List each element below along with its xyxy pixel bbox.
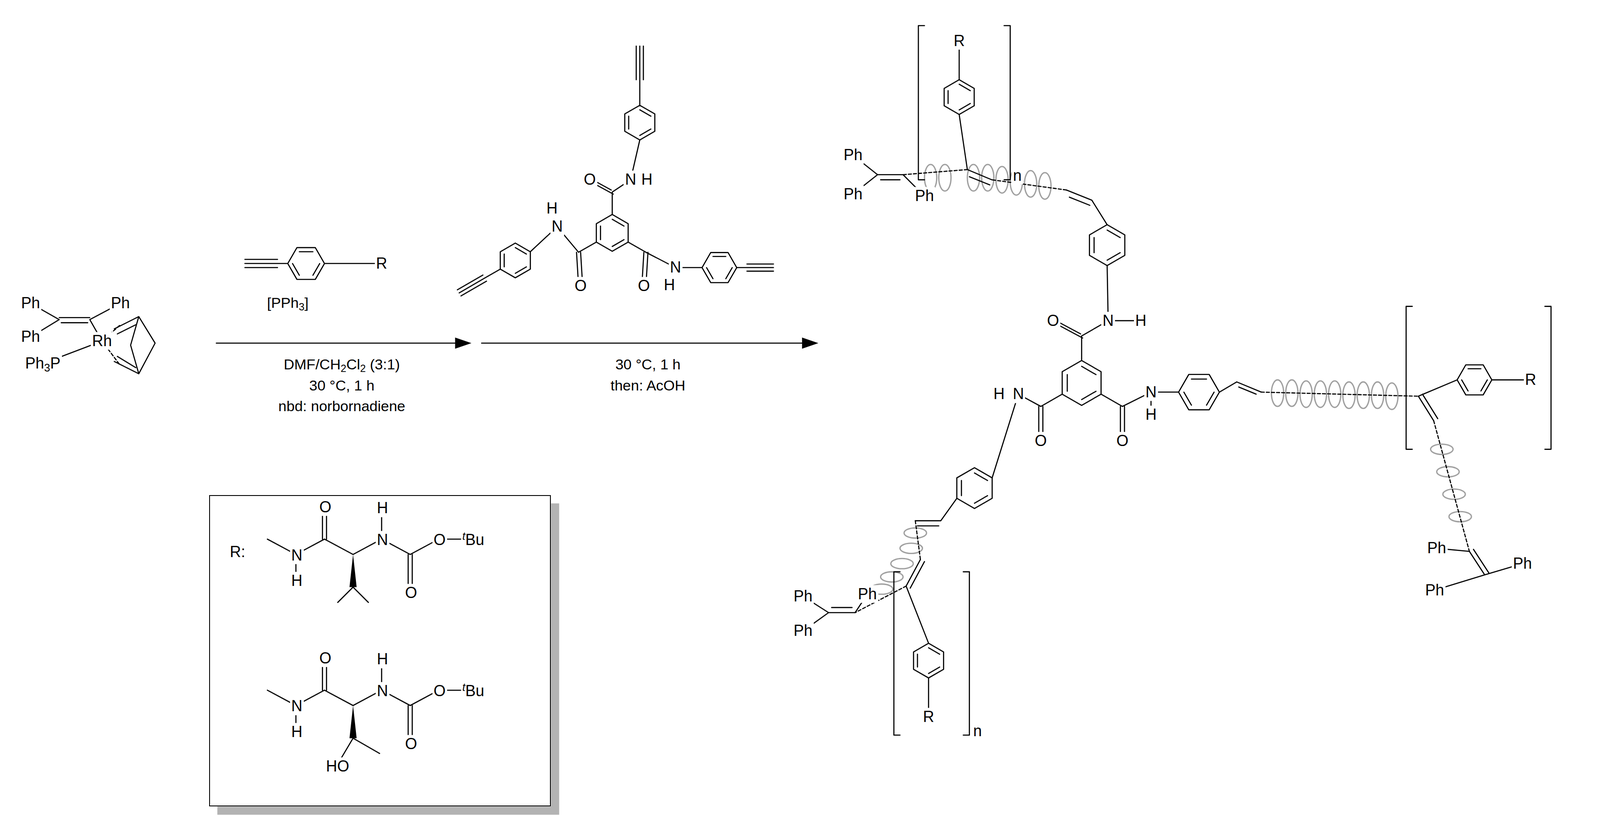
atom-label: H xyxy=(991,385,1006,403)
atom-label: H xyxy=(290,571,304,590)
atom-label: O xyxy=(403,735,419,753)
atom-label: O xyxy=(573,276,588,295)
atom-label: O xyxy=(636,276,652,295)
substituent-label: R xyxy=(1523,370,1538,389)
substituent-label: R xyxy=(374,254,389,272)
atom-label: N xyxy=(290,546,304,564)
atom-label: H xyxy=(639,170,654,189)
atom-label: N xyxy=(1011,385,1026,403)
atom-label: N xyxy=(550,217,565,236)
atom-label: H xyxy=(1144,405,1159,424)
repeat-index: n xyxy=(972,721,984,740)
atom-label: Ph xyxy=(792,586,814,605)
atom-label: O xyxy=(432,530,448,549)
atom-label: O xyxy=(1033,432,1049,450)
benzene-rings xyxy=(287,79,1492,678)
substituent-box: R:OHNNOtBuHOOHNNOtBuHOHO xyxy=(209,494,551,807)
atom-label: O xyxy=(432,681,448,700)
atom-label: N xyxy=(290,697,304,715)
atom-label: O xyxy=(1115,432,1130,450)
reaction-condition: 30 °C, 1 h xyxy=(308,377,377,395)
atom-label: O xyxy=(582,170,598,189)
atom-label: H xyxy=(290,722,304,741)
arrowheads-wedges xyxy=(349,337,819,739)
atom-label: N xyxy=(668,258,683,277)
reaction-condition: then: AcOH xyxy=(609,377,687,395)
atom-label: tBu xyxy=(460,681,486,700)
atom-label: Ph xyxy=(856,584,878,603)
atom-label: Rh xyxy=(90,331,114,350)
atom-label: N xyxy=(1144,383,1159,401)
reaction-condition: [PPh3] xyxy=(265,294,310,312)
atom-label: N xyxy=(623,170,638,189)
reaction-condition: nbd: norbornadiene xyxy=(277,397,407,415)
reaction-condition: 30 °C, 1 h xyxy=(614,355,683,373)
repeat-index: n xyxy=(1011,166,1023,185)
box-ground xyxy=(209,494,551,807)
reaction-condition: DMF/CH2Cl2 (3:1) xyxy=(282,355,402,373)
atom-label: Ph xyxy=(1423,580,1446,599)
atom-label: Ph xyxy=(842,185,864,203)
atom-label: H xyxy=(545,199,560,217)
atom-label: tBu xyxy=(460,530,486,549)
atom-label: Ph xyxy=(842,146,864,164)
atom-label: H xyxy=(375,499,390,517)
atom-label: Ph xyxy=(109,294,132,312)
atom-label: Ph xyxy=(913,187,936,205)
atom-label: N xyxy=(1101,311,1116,330)
helix-coil xyxy=(870,164,1472,594)
bond-lines xyxy=(30,25,1551,766)
atom-label: Ph xyxy=(19,294,42,312)
substituent-label: R xyxy=(921,707,936,726)
atom-label: N xyxy=(375,530,390,549)
atom-label: O xyxy=(318,497,333,516)
atom-label: Ph xyxy=(1511,554,1534,572)
substituent-label: R: xyxy=(228,543,247,561)
atom-label: Ph3P xyxy=(24,354,62,372)
atom-label: HO xyxy=(324,757,351,776)
atom-label: N xyxy=(375,681,390,700)
atom-label: Ph xyxy=(1426,539,1448,557)
atom-label: Ph xyxy=(19,327,42,346)
atom-label: H xyxy=(662,275,677,294)
atom-label: H xyxy=(1133,311,1148,330)
atom-label: O xyxy=(318,648,333,667)
atom-label: H xyxy=(375,650,390,668)
atom-label: Ph xyxy=(792,621,814,640)
atom-label: O xyxy=(403,583,419,602)
atom-label: O xyxy=(1045,311,1061,330)
substituent-label: R xyxy=(952,31,967,50)
